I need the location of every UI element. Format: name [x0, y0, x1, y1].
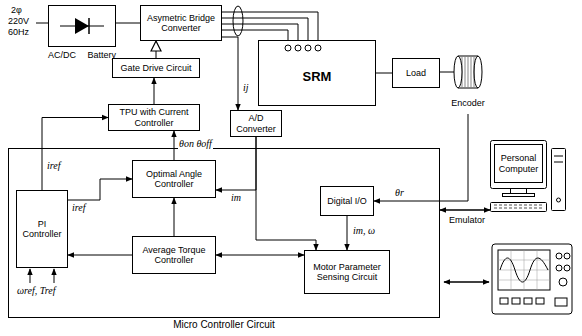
label-wrap: Load [403, 68, 429, 78]
signal-line [42, 118, 108, 191]
signal-line [256, 137, 316, 250]
signal-line [156, 41, 157, 58]
node-label: PI Controller [20, 219, 64, 240]
signal-line [376, 73, 392, 74]
supply-lead [36, 23, 48, 24]
rectifier-box: AC/DCBattery [48, 5, 116, 63]
label-wrap: A/D Converter [231, 113, 281, 134]
process-box: Asymetric Bridge Converter [140, 5, 222, 41]
label-wrap: Average Torque Controller [133, 245, 215, 266]
label-wrap: Gate Drive Circuit [117, 63, 194, 73]
label-wrap: Optimal Angle Controller [133, 169, 215, 190]
node-label: Personal Computer [495, 153, 542, 174]
oscilloscope-link [444, 282, 489, 283]
node-label: A/D Converter [234, 113, 278, 134]
node-label: TPU with Current Controller [112, 107, 196, 128]
node-label: Motor Parameter Sensing Circuit [308, 262, 386, 283]
signal-line [216, 137, 256, 190]
process-box: Digital I/O [320, 186, 374, 216]
label-wrap: Asymetric Bridge Converter [141, 13, 221, 34]
signal-line [374, 114, 468, 201]
signal-line [68, 255, 132, 256]
reference-inputs [30, 269, 54, 283]
label-wrap: Encoder [446, 98, 490, 108]
signal-line [440, 72, 446, 73]
label-wrap: Digital I/O [324, 196, 370, 206]
current-sensor [233, 6, 243, 36]
signal-label: θon θoff [178, 138, 213, 150]
signal-label: im, ω [352, 225, 376, 237]
label-wrap: Motor Parameter Sensing Circuit [305, 262, 389, 283]
motor-box: SRM [258, 40, 376, 106]
process-box: Gate Drive Circuit [112, 58, 200, 78]
node-label: Asymetric Bridge Converter [144, 13, 218, 34]
label-wrap: PI Controller [17, 219, 67, 240]
signal-line [154, 78, 155, 104]
signal-label: iref [46, 160, 62, 172]
process-box: TPU with Current Controller [108, 104, 200, 131]
signal-line [347, 216, 348, 250]
node-label: Load [406, 68, 426, 78]
label-wrap: SRM [303, 62, 332, 85]
process-box: Load [392, 58, 440, 88]
signal-line [116, 23, 140, 24]
signal-line [174, 131, 175, 160]
process-box: Motor Parameter Sensing Circuit [304, 250, 390, 294]
signal-line [440, 209, 490, 211]
oscilloscope-icon [492, 244, 572, 314]
signal-label: im [230, 192, 242, 204]
node-label: AC/DC [48, 50, 76, 60]
supply-rating: 220V [7, 16, 30, 26]
signal-line [222, 37, 238, 110]
screen-label: Personal Computer [495, 145, 542, 182]
signal-line [68, 179, 132, 200]
process-box: Optimal Angle Controller [132, 160, 216, 198]
node-label: Gate Drive Circuit [120, 63, 191, 73]
process-box: A/D Converter [230, 110, 282, 137]
signal-label: ij [242, 82, 250, 94]
link-label: Emulator [448, 215, 486, 225]
encoder-drum [446, 54, 490, 92]
supply-rating: 2φ [10, 5, 23, 15]
node-label: Average Torque Controller [136, 245, 212, 266]
supply-rating: 60Hz [7, 27, 30, 37]
signal-label: θr [394, 187, 405, 199]
process-box: PI Controller [16, 190, 68, 268]
node-label: Micro Controller Circuit [9, 319, 439, 331]
computer-drawing [490, 140, 566, 220]
label-wrap: TPU with Current Controller [109, 107, 199, 128]
node-label: SRM [303, 70, 332, 85]
label-row: AC/DCBattery [48, 50, 116, 60]
signal-line [222, 12, 318, 40]
signal-label: iref [71, 202, 87, 214]
signal-line [174, 198, 175, 236]
node-label: Optimal Angle Controller [136, 169, 212, 190]
node-label: Encoder [446, 98, 490, 108]
node-label: Digital I/O [327, 196, 367, 206]
encoder-icon: Encoder [446, 54, 490, 114]
computer-icon: Personal Computer [490, 140, 566, 220]
reference-signal: ωref, Tref [16, 285, 57, 297]
process-box: Average Torque Controller [132, 236, 216, 274]
signal-line [216, 255, 304, 256]
frame-caption: Micro Controller Circuit [9, 319, 439, 331]
rectifier-symbol [48, 5, 116, 47]
